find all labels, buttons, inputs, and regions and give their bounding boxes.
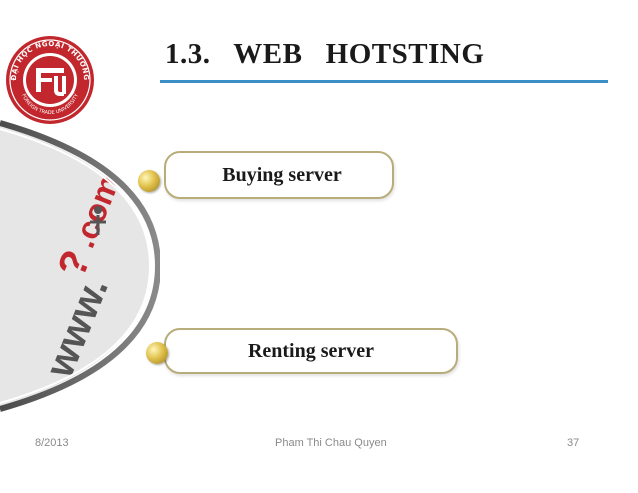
page-title: 1.3. WEB HOTSTING (165, 38, 485, 70)
page-number: 37 (567, 437, 580, 449)
bullet-icon (138, 170, 160, 192)
list-item: Buying server (164, 151, 394, 199)
footer-date: 8/2013 (35, 437, 69, 449)
list-item-label: Renting server (247, 339, 375, 362)
university-logo-icon: ĐẠI HỌC NGOẠI THƯƠNG FOREIGN TRADE UNIVE… (4, 34, 96, 126)
list-item: Renting server (164, 328, 458, 374)
list-item-label: Buying server (222, 163, 342, 186)
footer-author: Pham Thi Chau Quyen (275, 437, 387, 449)
www-com-graphic: www. ? .com (0, 120, 162, 412)
title-underline (160, 80, 608, 83)
bullet-icon (146, 342, 168, 364)
